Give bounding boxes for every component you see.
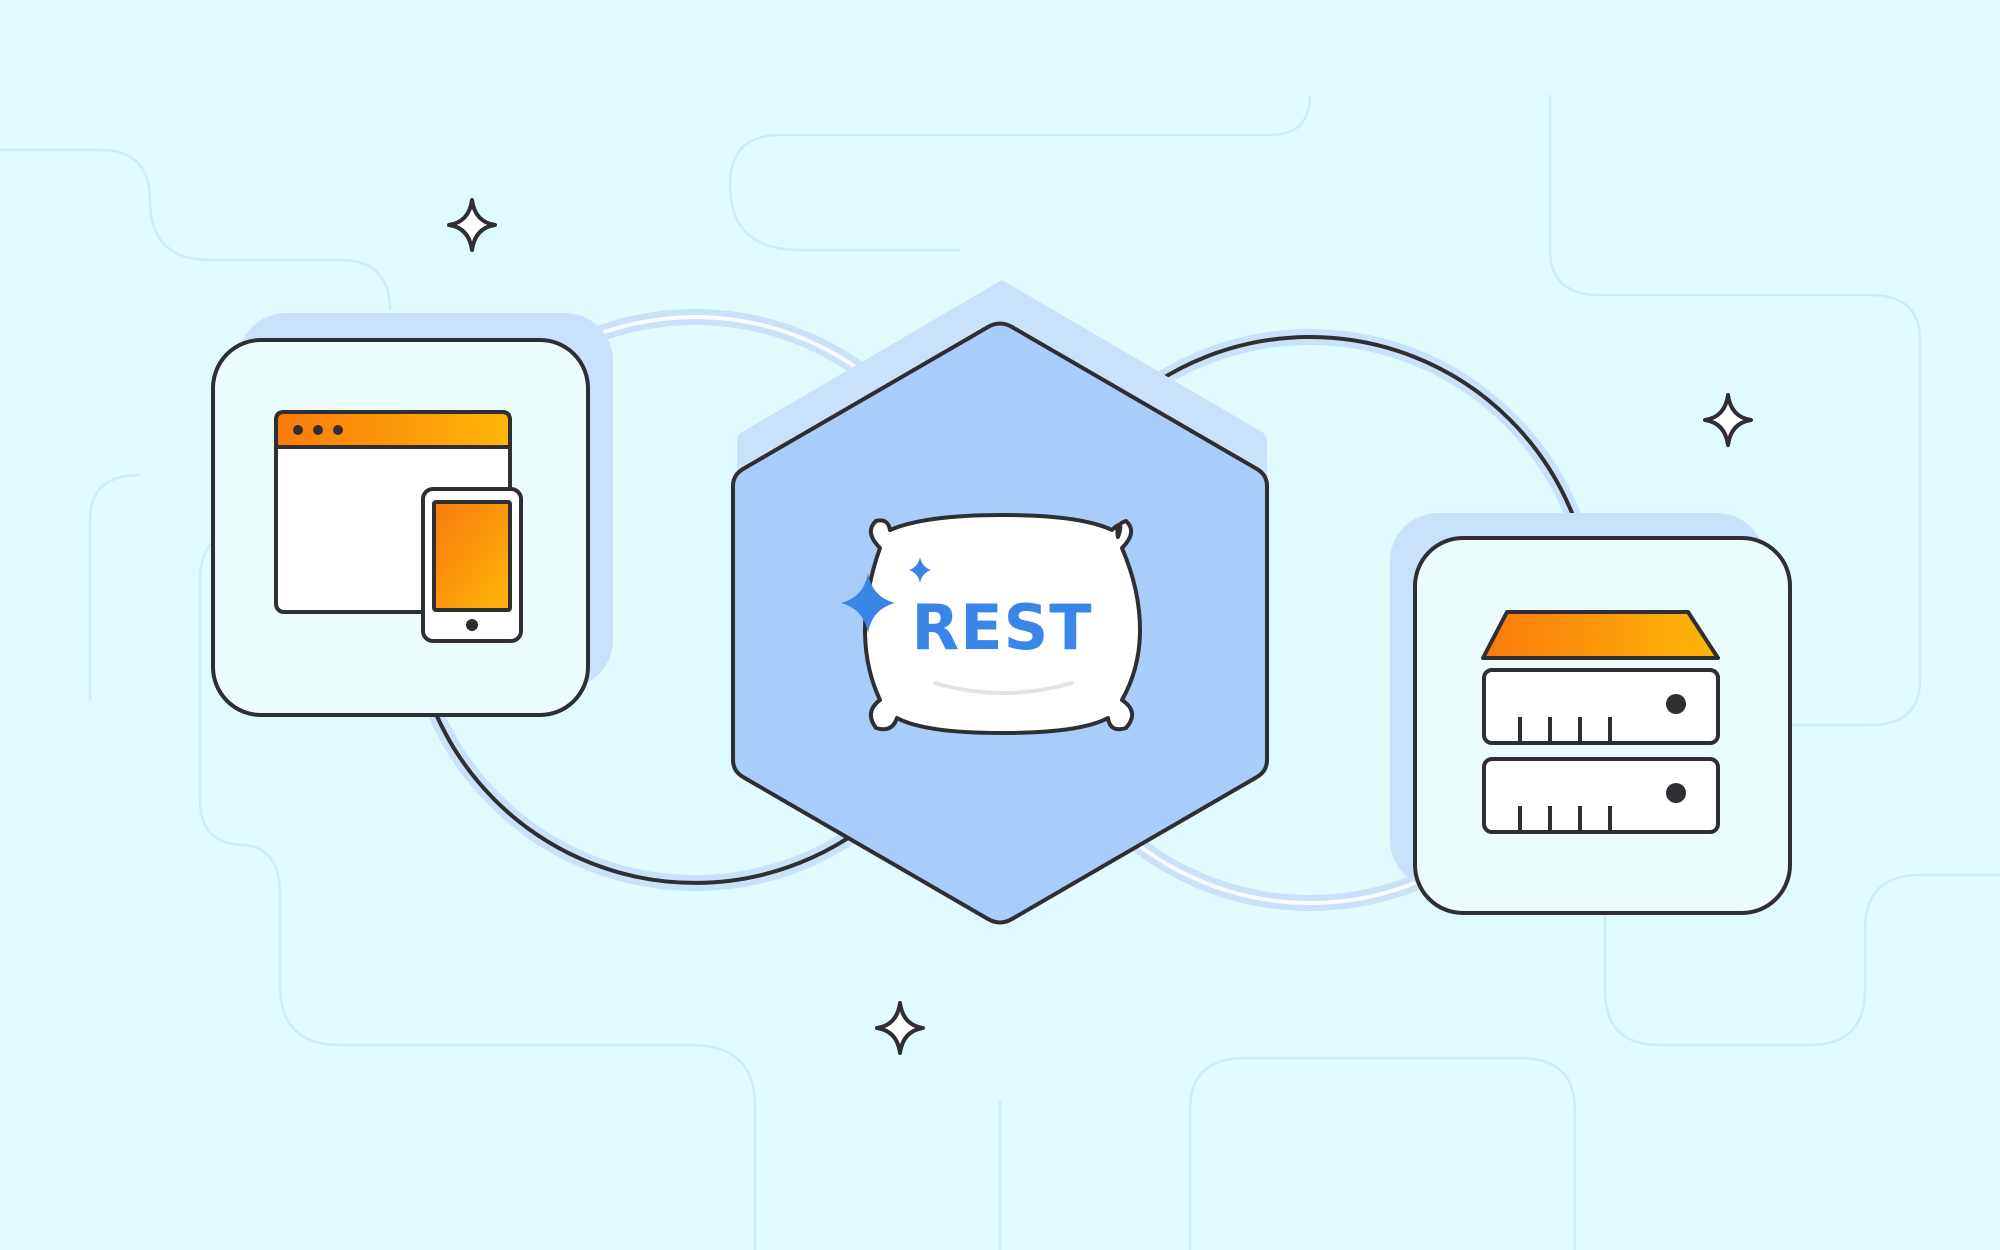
- sparkle-icon: [1703, 393, 1753, 447]
- sparkle-icon: [447, 198, 497, 252]
- sparkle-icon: [841, 573, 895, 633]
- rest-label: REST: [911, 591, 1092, 664]
- server-stack-icon: [1481, 610, 1720, 834]
- server-node: [1390, 513, 1792, 915]
- client-node: [211, 313, 613, 717]
- sparkle-icons: [447, 198, 1753, 1055]
- pillow-icon: [863, 513, 1142, 735]
- background-traces: [0, 94, 2000, 1250]
- browser-and-mobile-icon: [274, 410, 523, 643]
- sparkle-icon: [909, 557, 931, 583]
- sparkle-icon: [875, 1001, 925, 1055]
